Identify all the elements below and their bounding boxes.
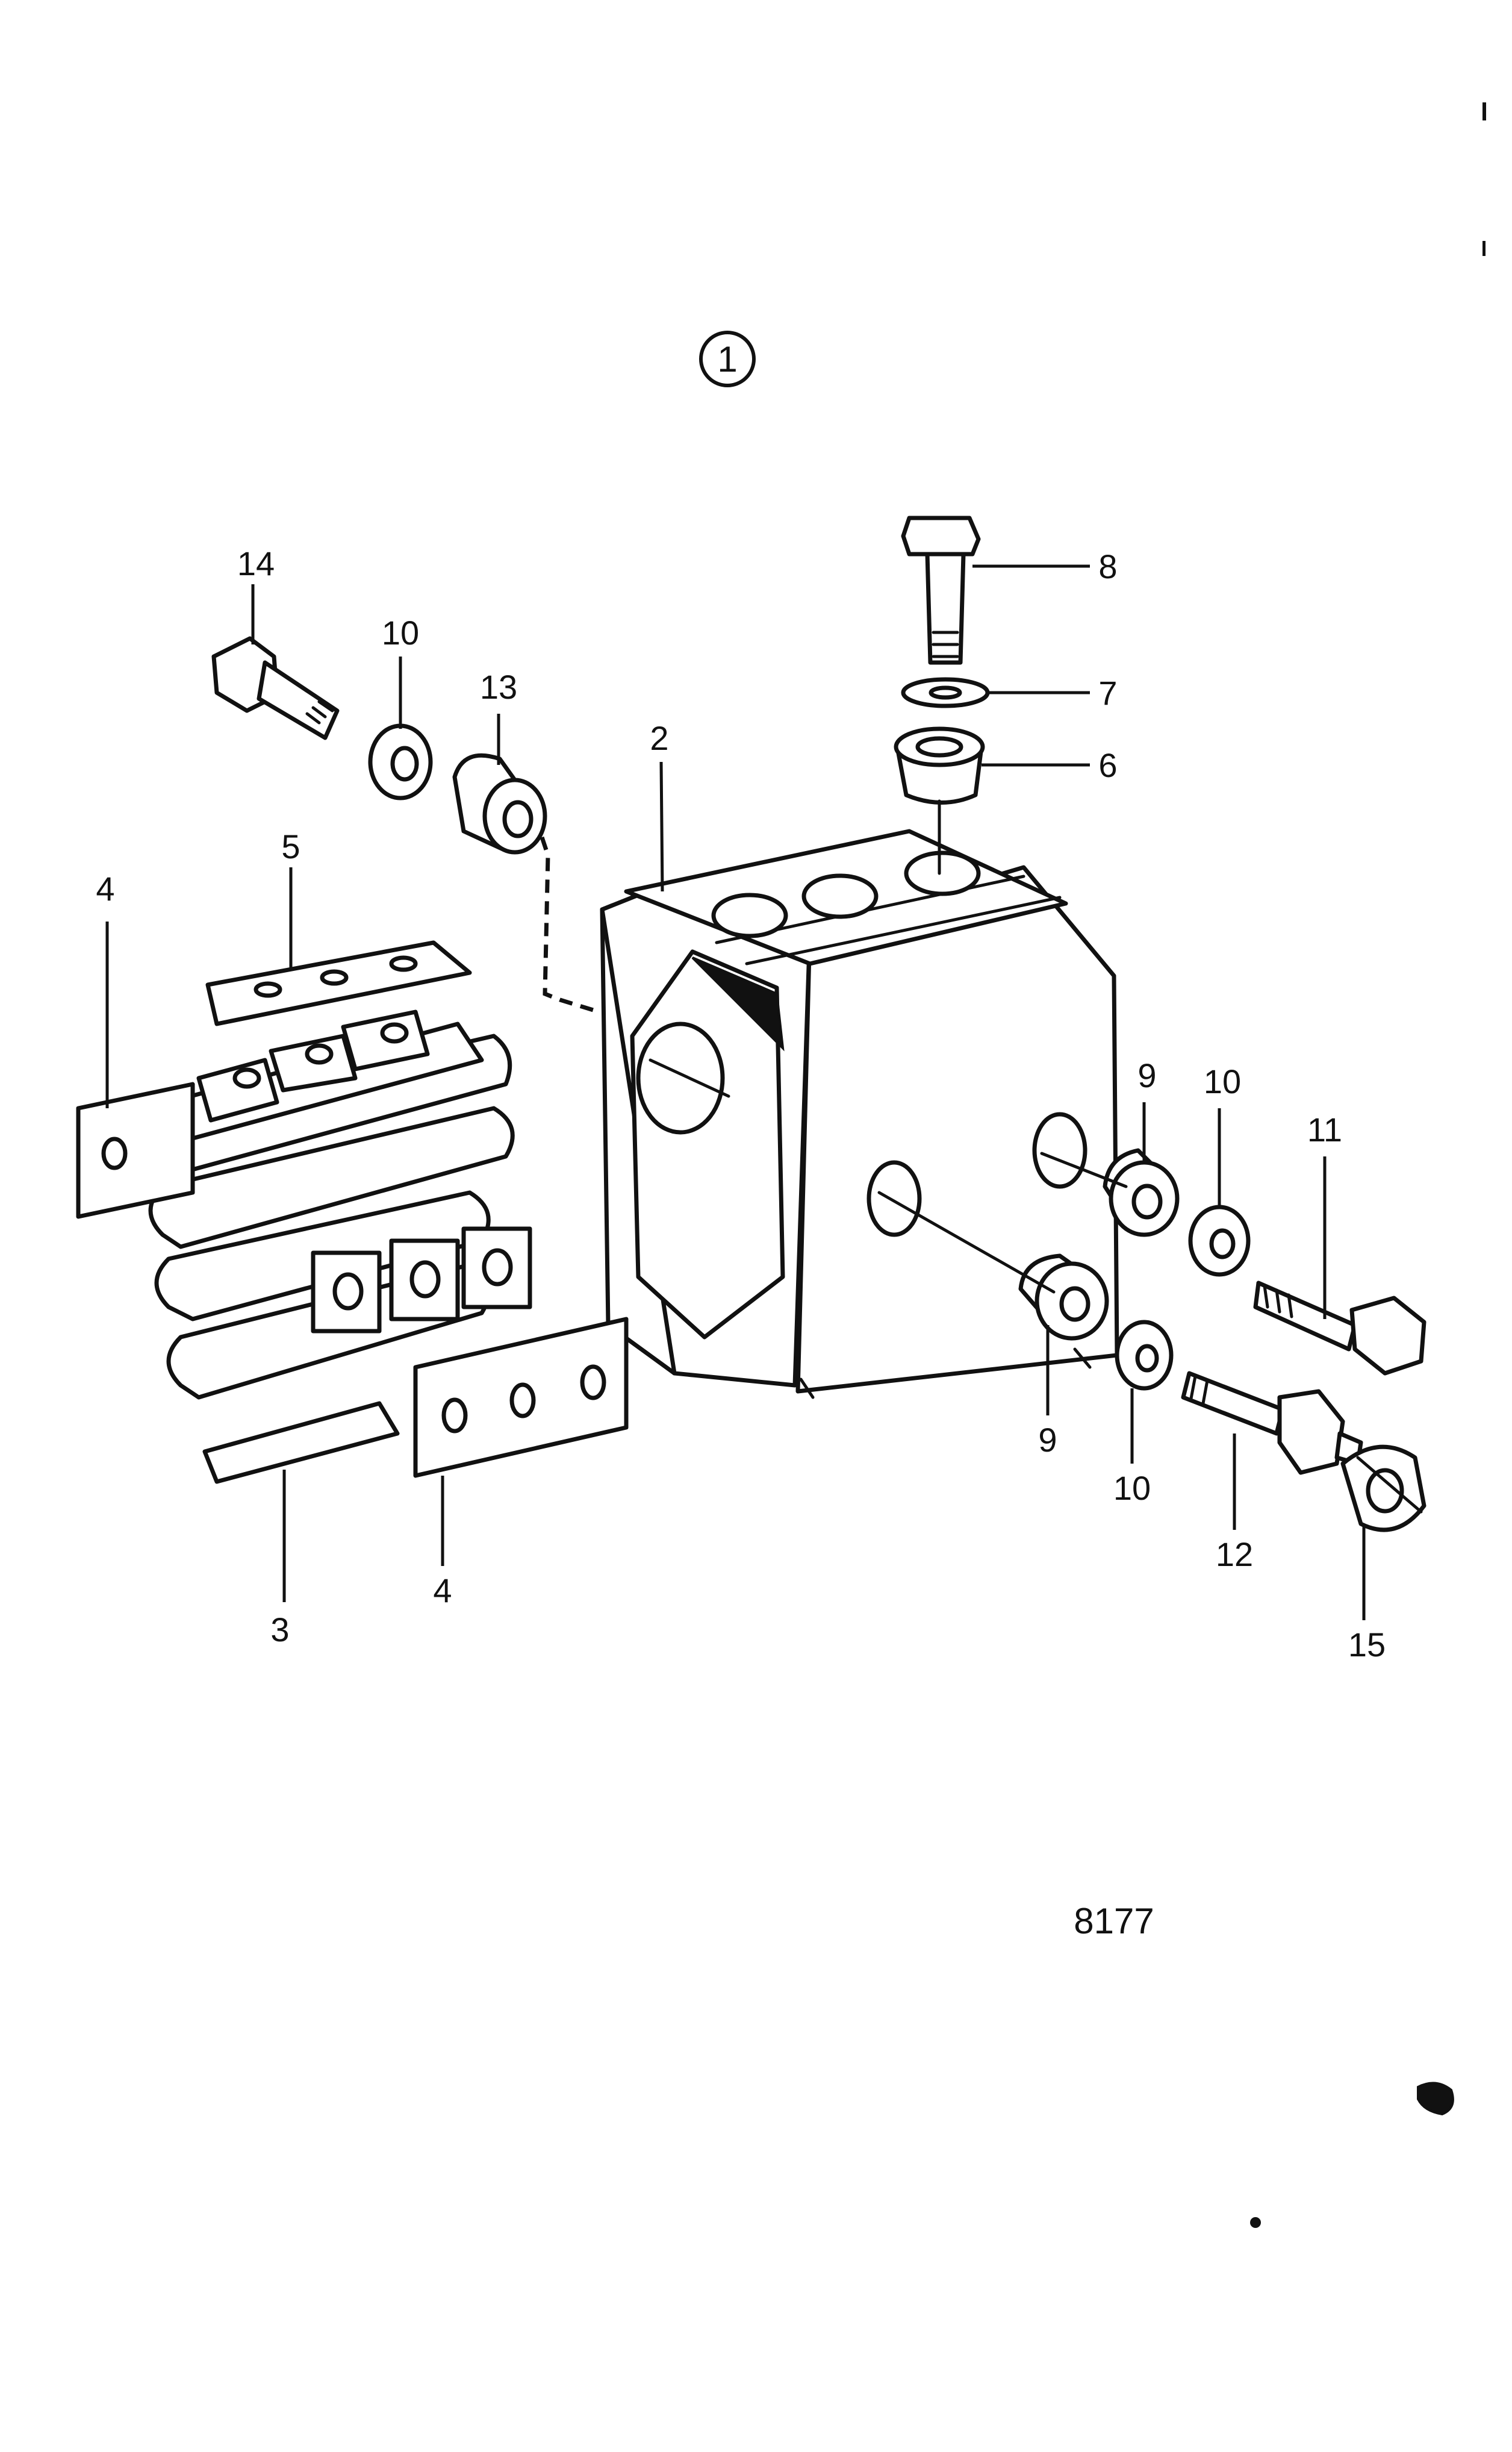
callout-14: 14 [237, 544, 275, 582]
top-plate [205, 940, 472, 1026]
rubber-bushing-lower [1018, 1253, 1109, 1341]
washer-top [901, 677, 990, 708]
washer-right-middle [1188, 1205, 1251, 1277]
callout-5: 5 [281, 828, 300, 866]
callout-9-lower: 9 [1038, 1421, 1057, 1459]
callout-12: 12 [1216, 1535, 1253, 1573]
leader-lines [105, 564, 1366, 1620]
washer-upper [368, 723, 433, 800]
callout-4-upper: 4 [96, 870, 114, 908]
callout-3: 3 [270, 1611, 289, 1649]
washer-lower [1115, 1320, 1174, 1391]
axis-line-side-upper [1040, 1152, 1128, 1188]
callout-6: 6 [1098, 746, 1117, 784]
axis-line-bolt-12 [1356, 1456, 1423, 1514]
alignment-dashed-line [540, 836, 600, 1014]
stud-bolt [1181, 1371, 1363, 1475]
spacer-plate-left [76, 1082, 195, 1219]
figure-reference-number: 8177 [1074, 1901, 1154, 1941]
callout-13: 13 [480, 668, 517, 706]
callout-labels: 14 10 13 2 5 4 8 7 6 9 10 11 9 10 12 15 … [96, 544, 1386, 1664]
callout-11: 11 [1307, 1111, 1342, 1149]
bushing-6 [894, 726, 985, 805]
callout-7: 7 [1098, 674, 1117, 712]
group-marker: 1 [699, 331, 756, 387]
callout-4-lower: 4 [433, 1571, 452, 1609]
bushing-13 [452, 753, 547, 855]
bolt-right [1253, 1281, 1426, 1376]
callout-10-right: 10 [1204, 1062, 1241, 1100]
group-marker-label: 1 [717, 339, 737, 379]
rubber-block-assembly [142, 1009, 532, 1484]
callout-10-upper: 10 [382, 614, 419, 652]
callout-10-lower: 10 [1113, 1469, 1151, 1507]
callout-2: 2 [650, 719, 668, 757]
nut [1340, 1444, 1426, 1532]
spacer-plate-right [413, 1317, 629, 1478]
bolt-upper-left [211, 636, 340, 740]
callout-8: 8 [1098, 547, 1117, 585]
bolt-top [901, 516, 981, 665]
rubber-bushing-upper [1103, 1148, 1180, 1237]
axis-line-side-lower [877, 1191, 1056, 1294]
callout-15: 15 [1348, 1626, 1386, 1664]
scan-artifacts [1250, 102, 1486, 2228]
callout-9-upper: 9 [1137, 1056, 1156, 1094]
